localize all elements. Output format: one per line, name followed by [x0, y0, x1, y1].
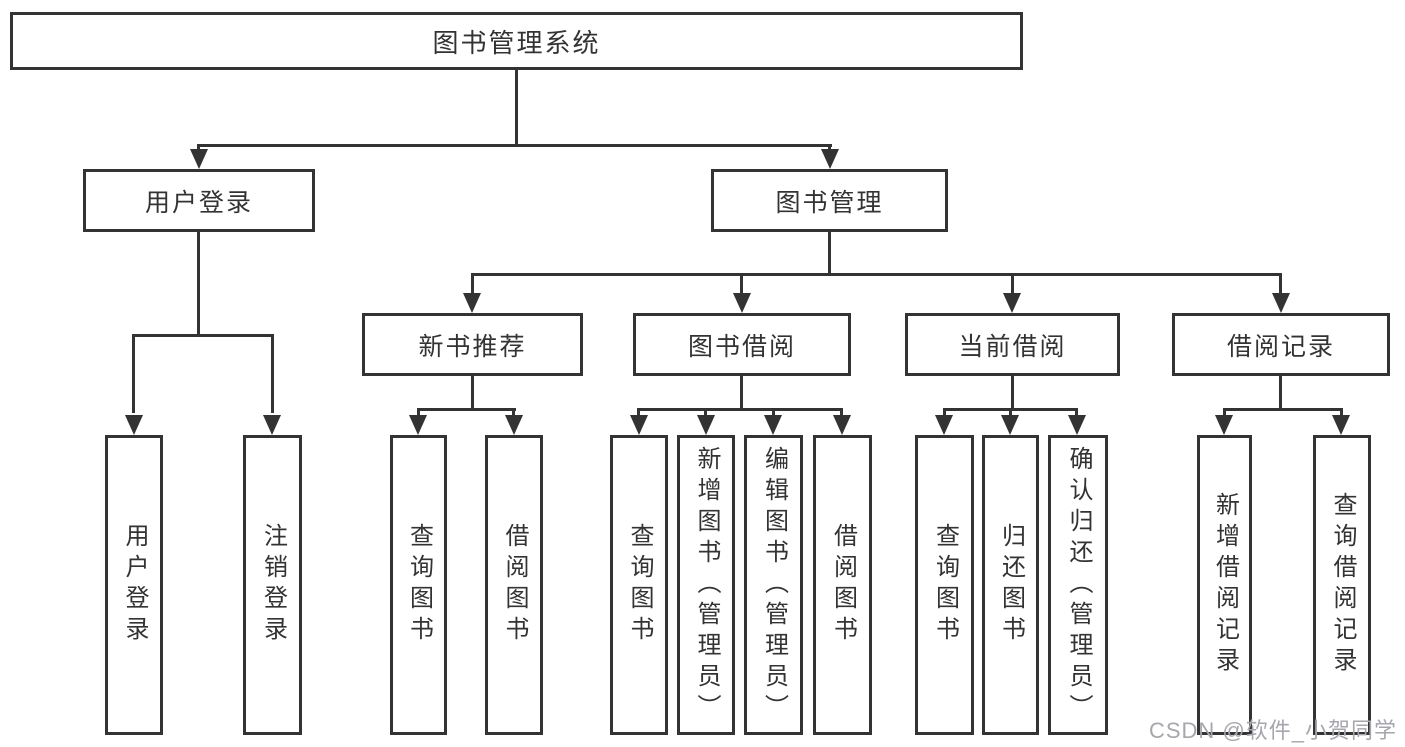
connector-vline	[471, 273, 474, 295]
connector-vline	[1223, 408, 1226, 418]
arrowhead-icon	[190, 149, 208, 169]
node-borrowing-records: 借阅记录	[1172, 313, 1390, 376]
node-system-root-label: 图书管理系统	[432, 27, 601, 58]
leaf-return-book: 归还图书	[982, 435, 1039, 735]
connector-vline	[271, 334, 274, 413]
node-book-management: 图书管理	[711, 169, 948, 232]
leaf-borrow-books-recommend: 借阅图书	[485, 435, 543, 735]
arrowhead-icon	[1332, 415, 1350, 435]
leaf-query-borrow-record: 查询借阅记录	[1313, 435, 1371, 735]
leaf-query-books-current-label: 查询图书	[931, 523, 959, 647]
leaf-return-book-label: 归还图书	[997, 523, 1025, 647]
arrowhead-icon	[1215, 415, 1233, 435]
arrowhead-icon	[1003, 293, 1021, 313]
connector-hline	[417, 408, 516, 411]
connector-vline	[197, 144, 200, 152]
leaf-query-books-borrow: 查询图书	[610, 435, 668, 735]
connector-vline	[740, 273, 743, 295]
arrowhead-icon	[125, 415, 143, 435]
leaf-logout-label: 注销登录	[259, 523, 287, 647]
arrowhead-icon	[1272, 293, 1290, 313]
leaf-edit-book-admin: 编辑图书（管理员）	[744, 435, 803, 735]
arrowhead-icon	[935, 415, 953, 435]
leaf-query-books-recommend-label: 查询图书	[405, 523, 433, 647]
connector-hline	[1223, 408, 1343, 411]
connector-vline	[197, 232, 200, 336]
node-current-borrowing-label: 当前借阅	[958, 332, 1067, 361]
arrowhead-icon	[833, 415, 851, 435]
node-user-login: 用户登录	[83, 169, 315, 232]
connector-vline	[740, 376, 743, 410]
leaf-add-borrow-record-label: 新增借阅记录	[1211, 492, 1239, 678]
leaf-borrow-books-label: 借阅图书	[829, 523, 857, 647]
leaf-add-borrow-record: 新增借阅记录	[1197, 435, 1252, 735]
connector-vline	[471, 376, 474, 410]
arrowhead-icon	[463, 293, 481, 313]
node-current-borrowing: 当前借阅	[905, 313, 1120, 376]
connector-vline	[1011, 273, 1014, 295]
arrowhead-icon	[263, 415, 281, 435]
connector-vline	[1279, 376, 1282, 410]
csdn-watermark: CSDN @软件_小贺同学	[1148, 718, 1397, 743]
connector-vline	[1279, 273, 1282, 295]
connector-hline	[133, 334, 274, 337]
connector-vline	[828, 232, 831, 275]
leaf-query-borrow-record-label: 查询借阅记录	[1329, 492, 1356, 678]
arrowhead-icon	[630, 415, 648, 435]
arrowhead-icon	[764, 415, 782, 435]
arrowhead-icon	[1001, 415, 1019, 435]
leaf-confirm-return-admin-label: 确认归还（管理员）	[1065, 445, 1092, 725]
connector-vline	[828, 144, 831, 152]
node-book-borrowing: 图书借阅	[633, 313, 851, 376]
connector-vline	[515, 70, 518, 146]
connector-vline	[704, 408, 707, 418]
connector-hline	[471, 273, 1282, 276]
node-new-book-recommend-label: 新书推荐	[418, 332, 527, 361]
leaf-query-books-borrow-label: 查询图书	[626, 523, 653, 647]
connector-vline	[1075, 408, 1078, 418]
connector-vline	[637, 408, 640, 418]
node-user-login-label: 用户登录	[144, 188, 253, 217]
node-system-root: 图书管理系统	[10, 12, 1023, 70]
connector-vline	[943, 408, 946, 418]
connector-vline	[417, 408, 420, 418]
node-book-borrowing-label: 图书借阅	[687, 332, 796, 361]
leaf-confirm-return-admin: 确认归还（管理员）	[1048, 435, 1108, 735]
arrowhead-icon	[409, 415, 427, 435]
leaf-edit-book-admin-label: 编辑图书（管理员）	[760, 445, 788, 725]
connector-vline	[840, 408, 843, 418]
leaf-user-login-label: 用户登录	[121, 523, 148, 647]
connector-vline	[772, 408, 775, 418]
connector-vline	[1011, 376, 1014, 410]
arrowhead-icon	[505, 415, 523, 435]
node-book-management-label: 图书管理	[775, 188, 884, 217]
arrowhead-icon	[1068, 415, 1086, 435]
leaf-user-login: 用户登录	[105, 435, 163, 735]
connector-hline	[198, 144, 832, 147]
node-new-book-recommend: 新书推荐	[362, 313, 583, 376]
leaf-add-book-admin-label: 新增图书（管理员）	[693, 445, 720, 725]
connector-vline	[1009, 408, 1012, 418]
arrowhead-icon	[697, 415, 715, 435]
leaf-borrow-books: 借阅图书	[813, 435, 872, 735]
leaf-add-book-admin: 新增图书（管理员）	[677, 435, 735, 735]
leaf-query-books-current: 查询图书	[915, 435, 974, 735]
node-borrowing-records-label: 借阅记录	[1226, 332, 1335, 361]
leaf-logout: 注销登录	[243, 435, 302, 735]
connector-vline	[512, 408, 515, 418]
arrowhead-icon	[733, 293, 751, 313]
arrowhead-icon	[821, 149, 839, 169]
leaf-borrow-books-recommend-label: 借阅图书	[501, 523, 528, 647]
connector-hline	[637, 408, 843, 411]
connector-vline	[132, 334, 135, 413]
connector-vline	[1340, 408, 1343, 418]
leaf-query-books-recommend: 查询图书	[390, 435, 447, 735]
